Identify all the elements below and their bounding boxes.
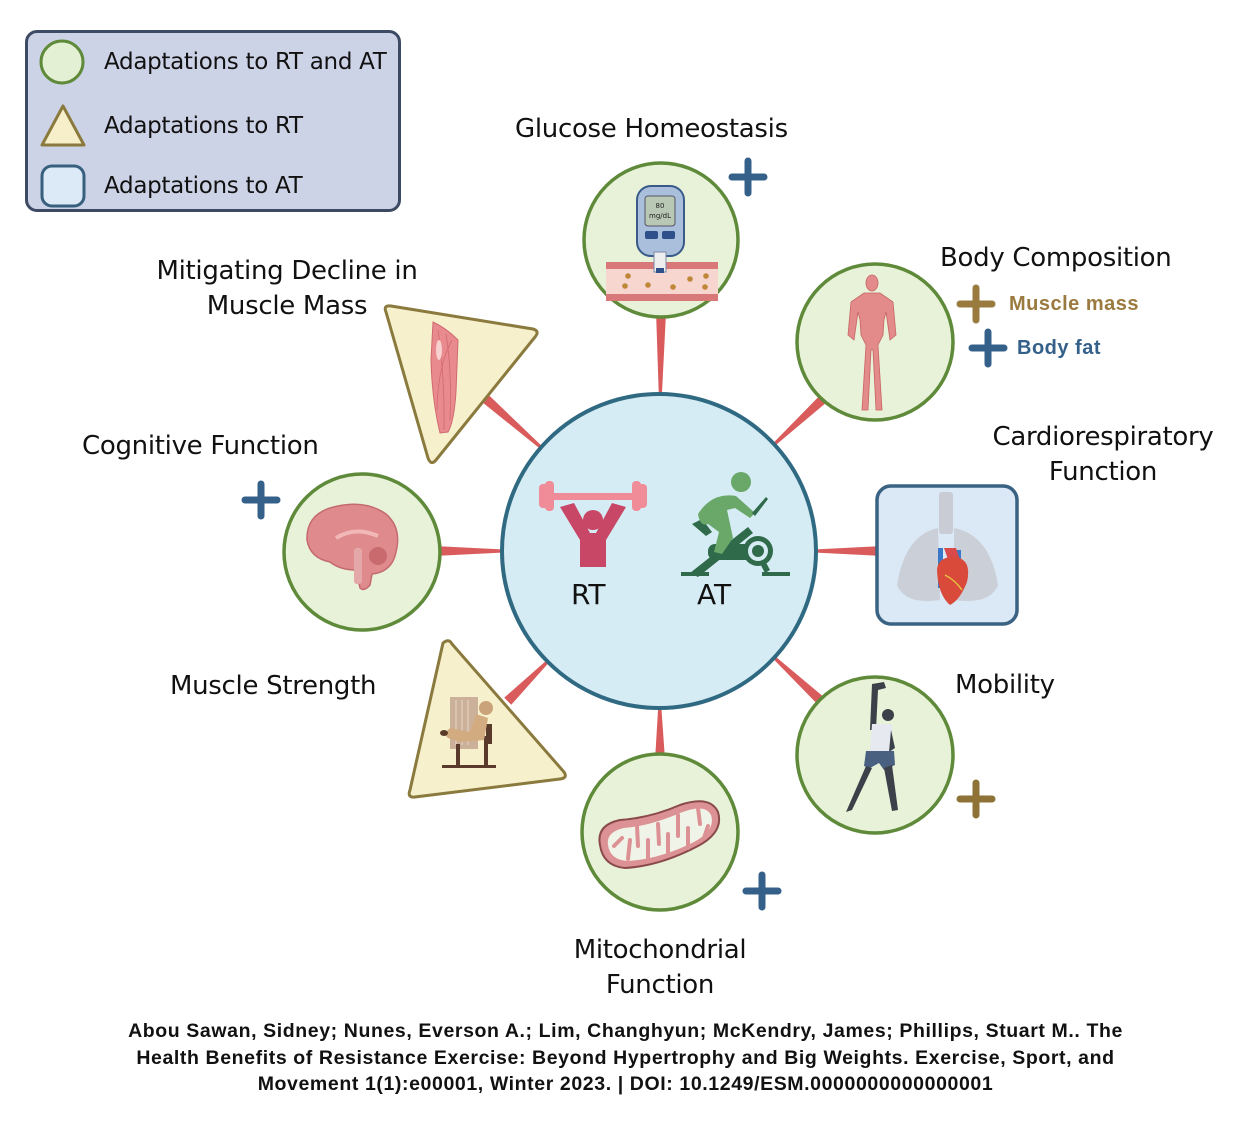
spoke-cognitive — [434, 546, 504, 556]
citation-line1: Abou Sawan, Sidney; Nunes, Everson A.; L… — [128, 1020, 1123, 1042]
cognitive-node[interactable] — [282, 472, 442, 632]
legend-triangle-icon — [40, 104, 86, 147]
mobility-node[interactable] — [795, 675, 955, 835]
muscle-mass-indicator-label: Muscle mass — [1009, 293, 1140, 315]
plus-icon-glucose — [728, 157, 768, 197]
plus-icon-mobility — [956, 779, 996, 819]
legend-item-at: Adaptations to AT — [38, 161, 303, 211]
citation-line2: Health Benefits of Resistance Exercise: … — [136, 1046, 1115, 1069]
body-fat-indicator-label: Body fat — [1017, 337, 1101, 359]
muscle-strength-node[interactable] — [407, 639, 567, 799]
glucometer-icon: 80 mg/dL — [606, 185, 718, 301]
leg-extension-machine-icon — [440, 697, 496, 768]
spoke-body-composition — [771, 392, 830, 447]
spoke-mobility — [771, 655, 828, 708]
plus-icon-muscle-mass — [956, 284, 996, 324]
stationary-bike-icon — [681, 472, 790, 577]
legend-label: Adaptations to RT — [104, 113, 303, 139]
plus-icon-cognitive — [241, 480, 281, 520]
cognitive-title: Cognitive Function — [82, 431, 319, 461]
glucose-node[interactable]: 80 mg/dL — [582, 161, 740, 319]
legend: Adaptations to RT and AT Adaptations to … — [25, 30, 401, 212]
cardiorespiratory-node[interactable] — [875, 484, 1019, 626]
mitochondrial-title-line1: Mitochondrial — [573, 935, 747, 965]
spoke-muscle-mass — [479, 392, 544, 450]
body-composition-title: Body Composition — [940, 243, 1172, 273]
plus-icon-mitochondrial — [742, 871, 782, 911]
legend-square-icon — [40, 164, 86, 208]
muscle-mass-title: Mitigating Decline in Muscle Mass — [140, 254, 434, 324]
muscular-body-icon — [847, 274, 897, 411]
center-hub — [500, 392, 818, 710]
rt-label: RT — [571, 578, 606, 611]
plus-icon-body-fat — [968, 328, 1008, 368]
at-label: AT — [697, 578, 732, 611]
heart-lungs-icon — [897, 492, 998, 605]
stretching-woman-icon — [846, 682, 898, 812]
mitochondrion-icon — [598, 800, 720, 870]
cardiorespiratory-title-line2: Function — [1048, 457, 1158, 487]
citation: Abou Sawan, Sidney; Nunes, Everson A.; L… — [0, 1018, 1251, 1098]
mitochondrial-node[interactable] — [580, 752, 740, 912]
thigh-muscle-icon — [430, 321, 459, 434]
cardiorespiratory-title-line1: Cardiorespiratory — [992, 422, 1214, 452]
citation-line3: Movement 1(1):e00001, Winter 2023. | DOI… — [257, 1073, 994, 1095]
glucose-meter-unit: mg/dL — [649, 212, 671, 220]
legend-item-rt-and-at: Adaptations to RT and AT — [38, 37, 387, 87]
mitochondrial-title-line2: Function — [605, 970, 715, 1000]
legend-label: Adaptations to AT — [104, 173, 303, 199]
spoke-mitochondrial — [655, 705, 666, 761]
body-composition-node[interactable] — [795, 262, 955, 422]
spoke-cardio — [814, 546, 883, 556]
spoke-glucose — [656, 311, 667, 397]
mobility-title: Mobility — [955, 670, 1055, 700]
glucose-title: Glucose Homeostasis — [515, 114, 788, 144]
spoke-strength — [504, 659, 551, 705]
spokes — [434, 311, 883, 761]
legend-circle-icon — [39, 39, 85, 85]
muscle-mass-title-line2: Muscle Mass — [206, 291, 368, 321]
muscle-mass-node[interactable] — [383, 304, 539, 465]
legend-item-rt: Adaptations to RT — [38, 101, 303, 151]
legend-label: Adaptations to RT and AT — [104, 49, 387, 75]
muscle-strength-title: Muscle Strength — [170, 671, 377, 701]
brain-icon — [306, 503, 399, 591]
glucose-meter-value: 80 — [656, 202, 665, 210]
weightlifter-icon — [539, 481, 647, 567]
muscle-mass-title-line1: Mitigating Decline in — [156, 256, 418, 286]
cardiorespiratory-title: Cardiorespiratory Function — [980, 420, 1226, 490]
mitochondrial-title: Mitochondrial Function — [540, 933, 780, 1003]
